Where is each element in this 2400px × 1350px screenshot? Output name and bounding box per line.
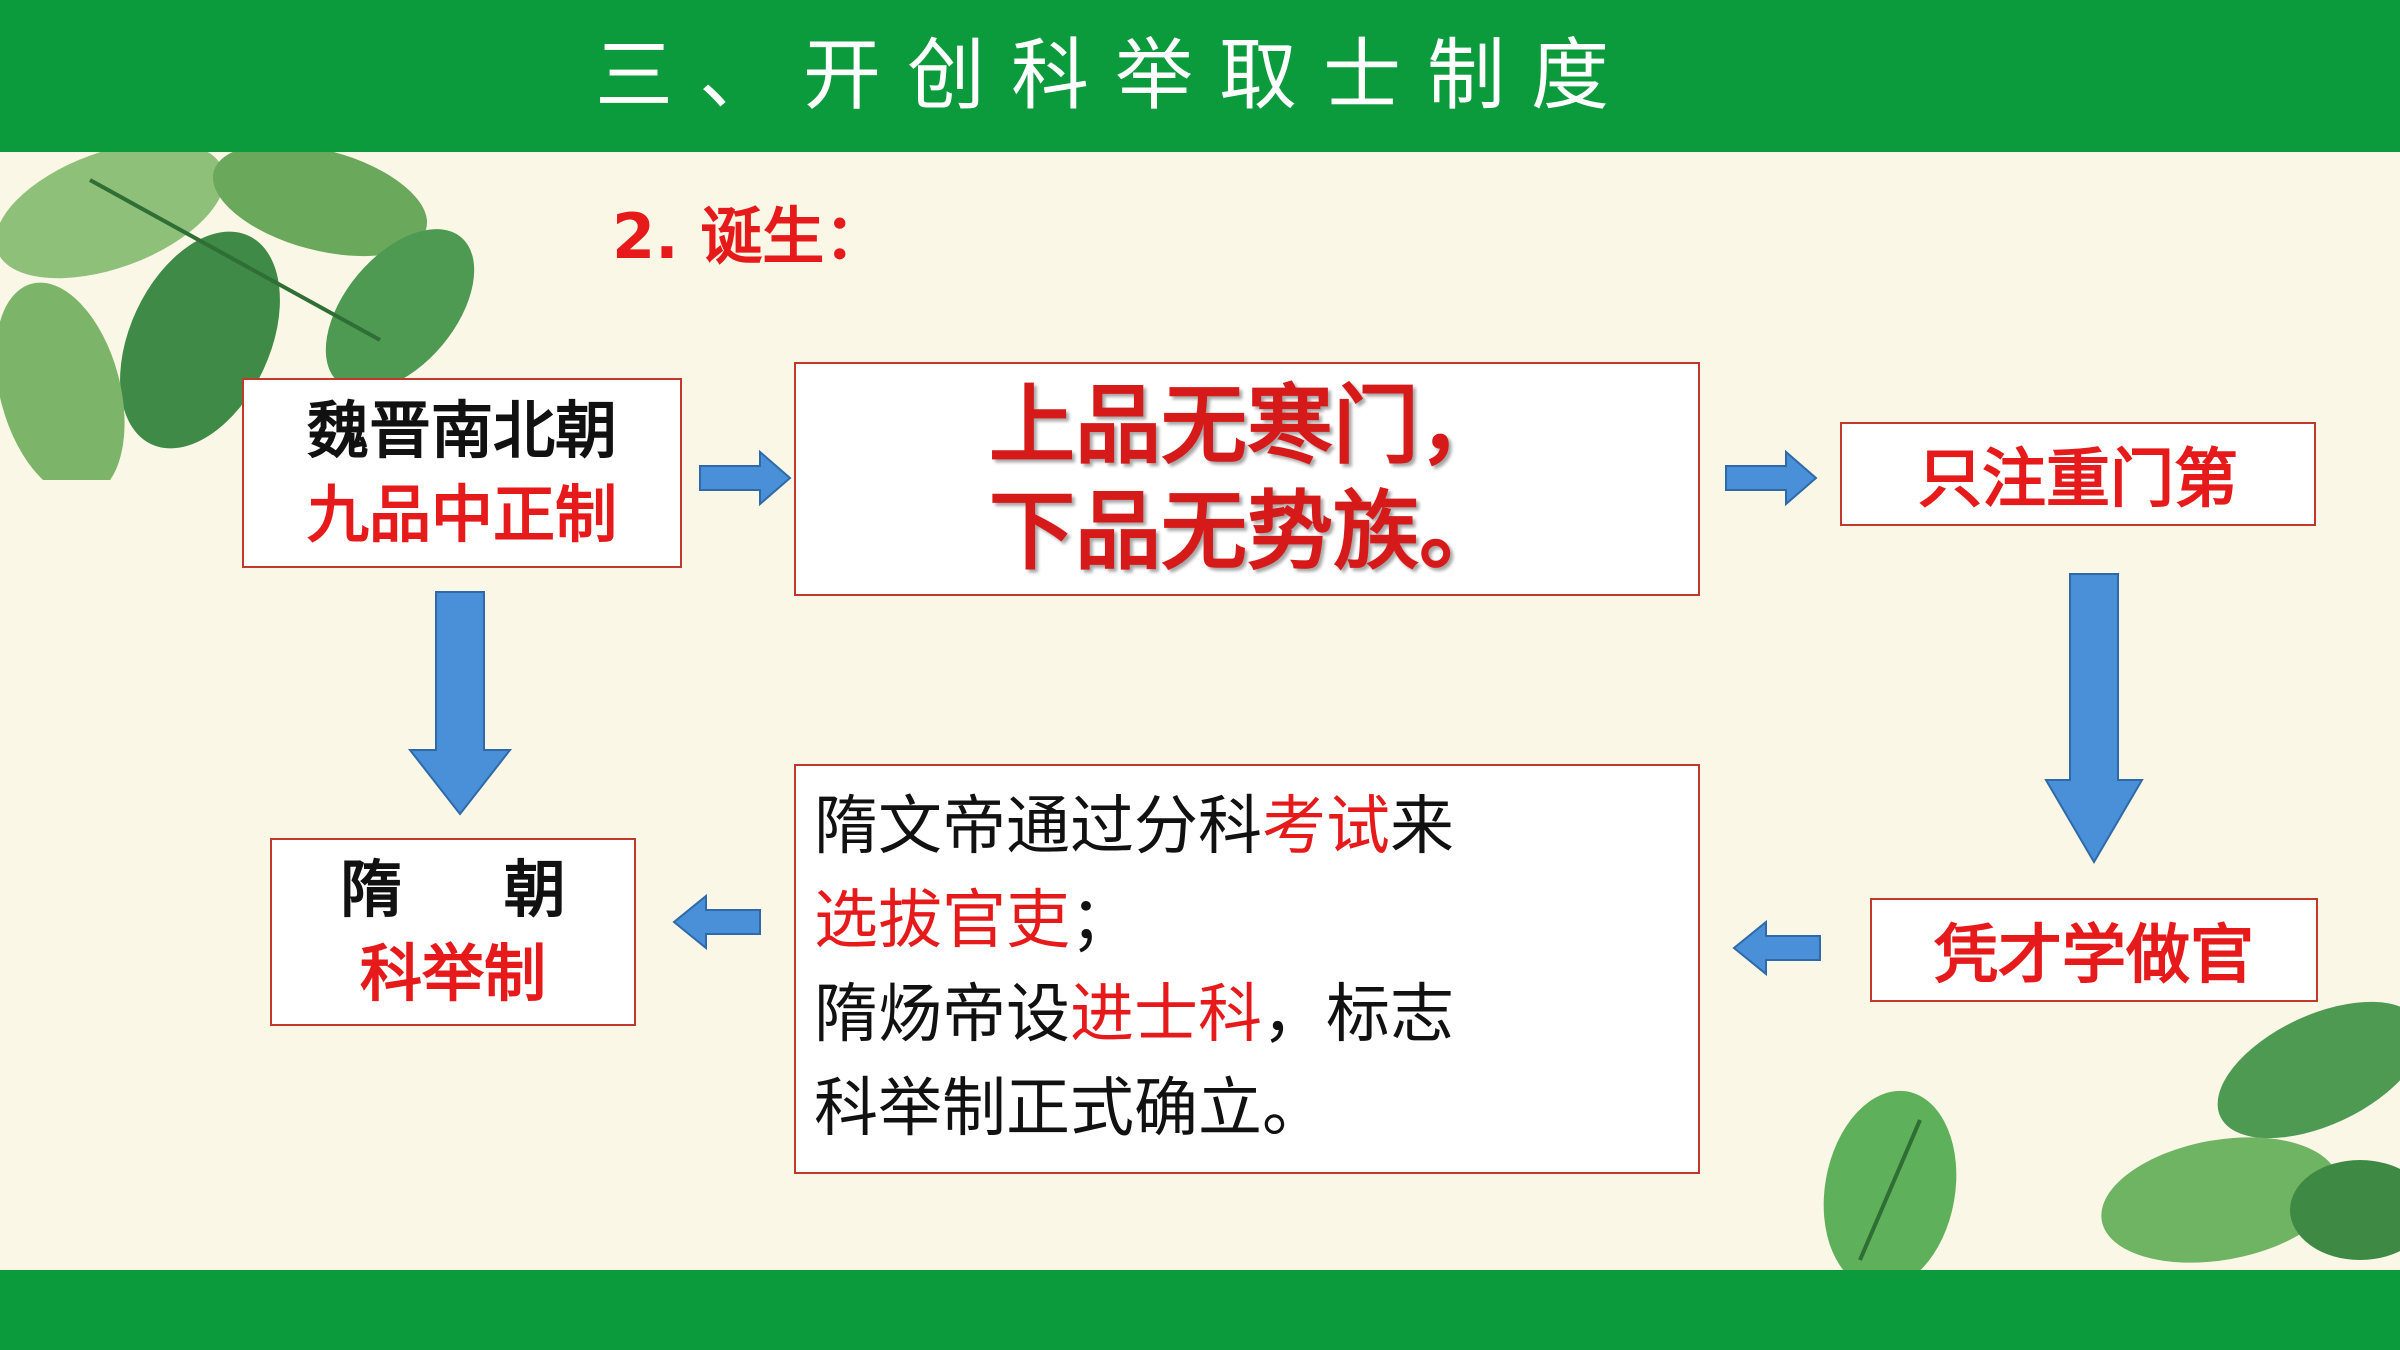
arrow-right-1 (699, 449, 792, 507)
arrow-right-2 (1725, 449, 1818, 507)
box-menfa: 只注重门第 (1840, 422, 2316, 526)
box-quote-line1: 上品无寒门， (989, 375, 1505, 476)
sui-detail-line3: 隋炀帝设进士科，标志 (814, 968, 1698, 1062)
box-wei-jin: 魏晋南北朝 九品中正制 (242, 378, 682, 568)
sui-detail-line2: 选拔官吏； (814, 874, 1698, 968)
box-sui-dynasty: 隋 朝 (340, 853, 606, 926)
sui-detail-l1b: 考试 (1262, 790, 1390, 864)
footer-bar (0, 1270, 2400, 1350)
sui-detail-l3a: 隋炀帝设 (814, 978, 1070, 1052)
slide-title: 三、开创科举取士制度 (594, 31, 1635, 121)
box-quote-line2: 下品无势族。 (989, 481, 1505, 582)
sui-detail-l2b: ； (1070, 884, 1134, 958)
arrow-down-right (2044, 573, 2144, 864)
box-quote: 上品无寒门， 下品无势族。 (794, 362, 1700, 596)
sui-detail-l2a: 选拔官吏 (814, 884, 1070, 958)
box-wei-jin-period: 魏晋南北朝 (306, 394, 617, 467)
box-sui: 隋 朝 科举制 (270, 838, 636, 1026)
header-bar (0, 0, 2400, 152)
sui-detail-line1: 隋文帝通过分科考试来 (814, 780, 1698, 874)
leaf-decoration-top-left (0, 141, 475, 480)
sui-detail-l1a: 隋文帝通过分科 (814, 790, 1262, 864)
sui-detail-l3b: 进士科 (1070, 978, 1262, 1052)
box-sui-detail: 隋文帝通过分科考试来 选拔官吏； 隋炀帝设进士科，标志 科举制正式确立。 (794, 764, 1700, 1174)
arrow-down-left (407, 591, 513, 816)
sui-detail-line4: 科举制正式确立。 (814, 1072, 1326, 1146)
sui-detail-l3c: ，标志 (1262, 978, 1454, 1052)
box-menfa-text: 只注重门第 (1918, 443, 2238, 517)
leaf-decoration-bottom-right (1823, 1001, 2400, 1280)
box-caixue-text: 凭才学做官 (1934, 919, 2254, 993)
section-label: 2. 诞生： (612, 200, 887, 273)
box-sui-system: 科举制 (359, 937, 546, 1010)
sui-detail-l1c: 来 (1390, 790, 1454, 864)
arrow-left-1 (1732, 919, 1821, 977)
box-caixue: 凭才学做官 (1870, 898, 2318, 1002)
arrow-left-2 (672, 893, 761, 951)
box-wei-jin-system: 九品中正制 (306, 478, 617, 551)
